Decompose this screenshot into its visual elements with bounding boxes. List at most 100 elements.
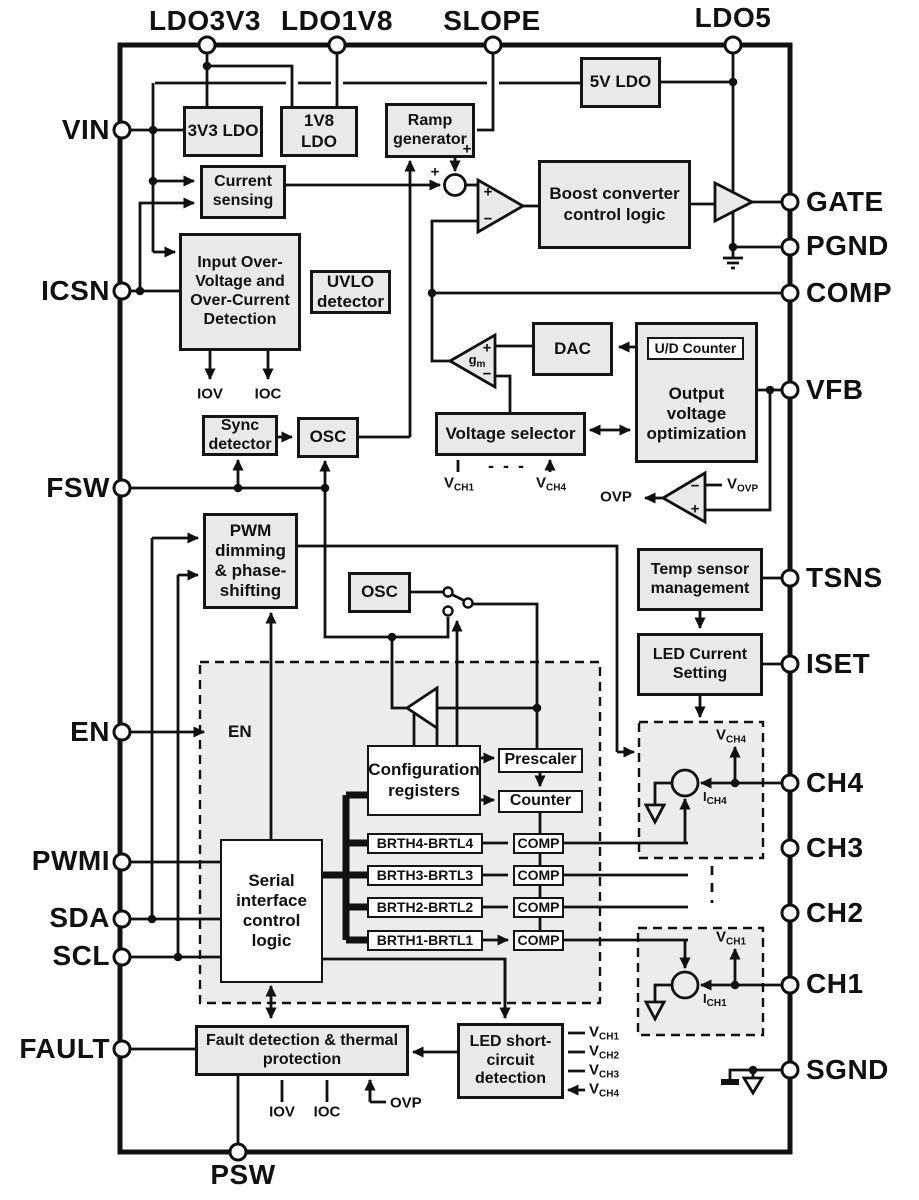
vch4-selector-label: VCH4 [535, 474, 567, 494]
vovp-label: VOVP [727, 475, 759, 495]
block-dac: DAC [532, 322, 613, 376]
ovp-plus: + [690, 500, 700, 518]
iov-fault-label: IOV [269, 1103, 295, 1121]
block-comp4: COMP [513, 833, 564, 854]
ground-icon [643, 1000, 667, 1022]
block-5v-ldo: 5V LDO [580, 57, 661, 108]
block-comp3: COMP [513, 865, 564, 886]
block-ud-counter: U/D Counter [647, 337, 744, 360]
summing-junction-icon [443, 173, 467, 197]
block-input-ovd: Input Over-Voltage and Over-Current Dete… [179, 233, 301, 351]
register-bus [322, 791, 367, 944]
gm-minus: − [482, 365, 492, 383]
pin-circles [112, 35, 800, 1162]
ch4-current-source-icon [670, 768, 700, 798]
comparator-plus: + [483, 183, 493, 201]
gm-label: gm [468, 352, 486, 370]
block-pwm-dimming: PWM dimming & phase-shifting [203, 513, 298, 609]
pin-label-ch3: CH3 [806, 832, 864, 863]
ich1-label: ICH1 [703, 991, 727, 1009]
block-config-registers: Configuration registers [367, 745, 481, 816]
pin-label-fsw: FSW [46, 472, 110, 503]
block-serial-interface: Serial interface control logic [220, 839, 323, 983]
pin-label-ch1: CH1 [806, 968, 864, 999]
pwm-comparator-icon [476, 177, 526, 235]
wires [130, 53, 782, 1143]
block-led-short-detection: LED short-circuit detection [457, 1023, 564, 1099]
ich4-label: ICH4 [703, 789, 727, 807]
pin-label-ldo5: LDO5 [694, 2, 772, 33]
block-brth3: BRTH3-BRTL3 [367, 865, 483, 886]
block-voltage-selector: Voltage selector [435, 412, 586, 456]
pin-label-comp: COMP [806, 277, 892, 308]
vch1-input-label: VCH1 [589, 1023, 620, 1043]
arrow-wires [130, 157, 782, 1102]
pin-label-ldo3v3: LDO3V3 [149, 5, 261, 36]
ovp-output-label: OVP [600, 488, 632, 506]
ground-icon [643, 803, 667, 825]
block-brth4: BRTH4-BRTL4 [367, 833, 483, 854]
vch4-source-label: VCH4 [715, 726, 747, 746]
sum-plus-left: + [430, 163, 440, 181]
pin-label-fault: FAULT [19, 1033, 110, 1064]
ovp-minus: − [690, 477, 700, 495]
gm-plus: + [482, 339, 492, 357]
block-osc-main: OSC [297, 417, 359, 458]
pin-label-psw: PSW [210, 1159, 276, 1190]
block-osc-dimming: OSC [348, 572, 411, 613]
block-led-current-setting: LED Current Setting [637, 633, 763, 696]
block-uvlo: UVLO detector [310, 270, 391, 314]
chassis-ground-icon [721, 1079, 739, 1085]
block-brth1: BRTH1-BRTL1 [367, 930, 483, 951]
ellipsis-label: - - - [488, 455, 526, 476]
block-comp1: COMP [513, 930, 564, 951]
block-fault-detection: Fault detection & thermal protection [195, 1025, 409, 1076]
pin-label-gate: GATE [806, 186, 884, 217]
ovp-comparator-icon [660, 470, 707, 525]
sum-plus-top: + [462, 140, 472, 158]
pin-label-sda: SDA [49, 902, 110, 933]
block-sync-detector: Sync detector [202, 415, 278, 456]
block-prescaler: Prescaler [498, 748, 583, 773]
gm-amplifier-icon [447, 332, 497, 390]
ground-icon [741, 1076, 765, 1096]
ch1-current-source-icon [670, 970, 700, 1000]
block-3v3-ldo: 3V3 LDO [183, 106, 263, 157]
pin-label-en: EN [70, 716, 110, 747]
ioc-signal-label: IOC [254, 385, 282, 403]
block-boost-control: Boost converter control logic [538, 160, 691, 249]
ovp-fault-label: OVP [390, 1094, 422, 1112]
gate-driver-icon [713, 180, 756, 224]
vch1-selector-label: VCH1 [443, 474, 475, 494]
vch1-source-label: VCH1 [715, 928, 747, 948]
vch4-input-label: VCH4 [589, 1080, 620, 1100]
block-brth2: BRTH2-BRTL2 [367, 897, 483, 918]
pin-label-ldo1v8: LDO1V8 [281, 5, 393, 36]
pin-label-ch2: CH2 [806, 897, 864, 928]
pin-label-vfb: VFB [806, 374, 864, 405]
block-temp-sensor: Temp sensor management [637, 548, 763, 611]
pin-label-scl: SCL [52, 940, 110, 971]
en-internal-label: EN [228, 722, 252, 741]
pin-label-iset: ISET [806, 648, 871, 679]
pin-label-icsn: ICSN [41, 275, 110, 306]
double-arrow-wires [265, 424, 632, 1020]
block-ramp-generator: Ramp generator [385, 103, 475, 158]
junction-dots [135, 61, 775, 1075]
block-1v8-ldo: 1V8 LDO [280, 106, 358, 157]
amplifier-icons [404, 173, 765, 1096]
pin-label-vin: VIN [61, 114, 110, 145]
pin-label-ch4: CH4 [806, 767, 864, 798]
block-comp2: COMP [513, 897, 564, 918]
block-current-sensing: Current sensing [200, 165, 286, 219]
comparator-minus: − [483, 210, 493, 228]
pin-label-pwmi: PWMI [31, 845, 110, 876]
pin-label-slope: SLOPE [443, 5, 541, 36]
ioc-fault-label: IOC [313, 1103, 341, 1121]
block-counter: Counter [498, 790, 583, 813]
vch2-input-label: VCH2 [589, 1042, 620, 1062]
pin-label-sgnd: SGND [806, 1054, 889, 1085]
pin-label-pgnd: PGND [806, 230, 889, 261]
